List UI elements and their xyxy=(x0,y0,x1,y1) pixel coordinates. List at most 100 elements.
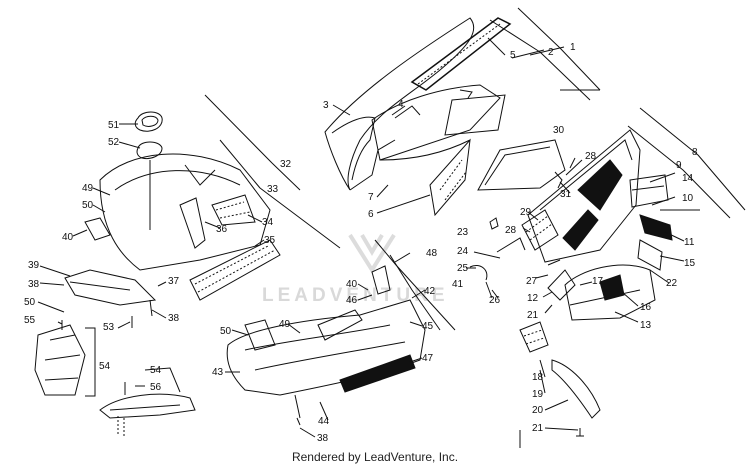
callout-36: 36 xyxy=(216,224,228,235)
callout-50-left: 50 xyxy=(24,297,36,308)
mesh-panel-6 xyxy=(429,138,471,217)
callout-5: 5 xyxy=(510,50,516,61)
trim-54 xyxy=(99,393,196,419)
callout-19: 19 xyxy=(532,389,544,400)
callout-43: 43 xyxy=(212,367,224,378)
clip-46 xyxy=(371,265,391,295)
callout-37: 37 xyxy=(168,276,180,287)
callout-21: 21 xyxy=(527,310,539,321)
callout-53: 53 xyxy=(103,322,115,333)
clip-31 xyxy=(554,171,563,189)
callout-7: 7 xyxy=(368,192,374,203)
callout-38-left: 38 xyxy=(168,313,180,324)
callout-38-bottom: 38 xyxy=(317,433,329,444)
callout-55: 55 xyxy=(24,315,36,326)
callout-40: 40 xyxy=(62,232,74,243)
windshield-trim xyxy=(331,116,376,181)
callout-35: 35 xyxy=(264,235,276,246)
mount-52 xyxy=(136,141,163,159)
callout-46: 46 xyxy=(346,295,358,306)
callout-47: 47 xyxy=(422,353,434,364)
panel-34 xyxy=(211,194,256,226)
callout-44: 44 xyxy=(318,416,330,427)
decal-11 xyxy=(639,214,673,241)
callout-20: 20 xyxy=(532,405,544,416)
callout-26: 26 xyxy=(489,295,501,306)
callout-48: 48 xyxy=(426,248,438,259)
decal-22 xyxy=(637,239,663,271)
fastener-23 xyxy=(489,217,499,230)
callout-8: 8 xyxy=(692,147,698,158)
bracket-40 xyxy=(317,309,363,341)
leadventure-watermark: LEADVENTURE xyxy=(262,285,449,306)
callout-34: 34 xyxy=(262,217,274,228)
callout-3: 3 xyxy=(323,100,329,111)
mesh-part-18 xyxy=(519,321,549,353)
callout-13: 13 xyxy=(640,320,652,331)
panel-50 xyxy=(244,319,276,351)
callout-24: 24 xyxy=(457,246,469,257)
side-panel-right xyxy=(527,129,641,263)
decal-zr-logo xyxy=(577,159,623,211)
callout-18: 18 xyxy=(532,372,544,383)
clip-40 xyxy=(84,217,111,241)
callout-49: 49 xyxy=(82,183,94,194)
cable-25 xyxy=(469,265,488,281)
mesh-panel-29 xyxy=(521,209,559,251)
callout-23: 23 xyxy=(457,227,469,238)
callout-42: 42 xyxy=(424,286,436,297)
callout-14: 14 xyxy=(682,173,694,184)
callout-39: 39 xyxy=(28,260,40,271)
callout-10: 10 xyxy=(682,193,694,204)
callout-38: 38 xyxy=(28,279,40,290)
bracket-12-17 xyxy=(547,269,576,301)
callout-22: 22 xyxy=(666,278,678,289)
callout-56: 56 xyxy=(150,382,162,393)
callout-33: 33 xyxy=(267,184,279,195)
callout-9: 9 xyxy=(676,160,682,171)
callout-12: 12 xyxy=(527,293,539,304)
callout-11: 11 xyxy=(684,237,695,248)
callout-4: 4 xyxy=(398,99,404,110)
callout-52: 52 xyxy=(108,137,120,148)
bracket-28 xyxy=(565,159,583,176)
mesh-panel-35 xyxy=(189,239,281,301)
rail-20 xyxy=(551,359,601,419)
callout-27: 27 xyxy=(526,276,538,287)
callout-32: 32 xyxy=(280,159,292,170)
callout-51: 51 xyxy=(108,120,120,131)
deflector-55 xyxy=(34,324,86,396)
callout-49-center: 49 xyxy=(279,319,291,330)
bracket-36 xyxy=(179,197,206,249)
callout-40-center: 40 xyxy=(346,279,358,290)
callout-21-bottom: 21 xyxy=(532,423,544,434)
callout-31: 31 xyxy=(560,189,572,200)
callout-16: 16 xyxy=(640,302,652,313)
cover-30 xyxy=(477,139,566,191)
cable-26 xyxy=(485,281,493,299)
callout-45: 45 xyxy=(422,321,434,332)
callout-25: 25 xyxy=(457,263,469,274)
side-panel-7 xyxy=(444,94,506,136)
footer-credit: Rendered by LeadVenture, Inc. xyxy=(291,450,459,464)
callout-6: 6 xyxy=(368,209,374,220)
callout-28-left: 28 xyxy=(505,225,517,236)
callout-2: 2 xyxy=(548,47,554,58)
upper-shroud xyxy=(99,153,271,271)
callout-29: 29 xyxy=(520,207,532,218)
callout-54: 54 xyxy=(99,361,111,372)
callout-28: 28 xyxy=(585,151,597,162)
callout-15: 15 xyxy=(684,258,696,269)
callout-30: 30 xyxy=(553,125,565,136)
decal-47 xyxy=(339,354,416,393)
lower-panel-13 xyxy=(564,264,656,321)
decal-16 xyxy=(599,274,625,301)
hood-panel xyxy=(371,84,501,161)
vent-strip-5 xyxy=(410,17,512,91)
callout-50-center: 50 xyxy=(220,326,232,337)
callout-41: 41 xyxy=(452,279,464,290)
decal-14 xyxy=(629,174,669,208)
callout-54-center: 54 xyxy=(150,365,162,376)
